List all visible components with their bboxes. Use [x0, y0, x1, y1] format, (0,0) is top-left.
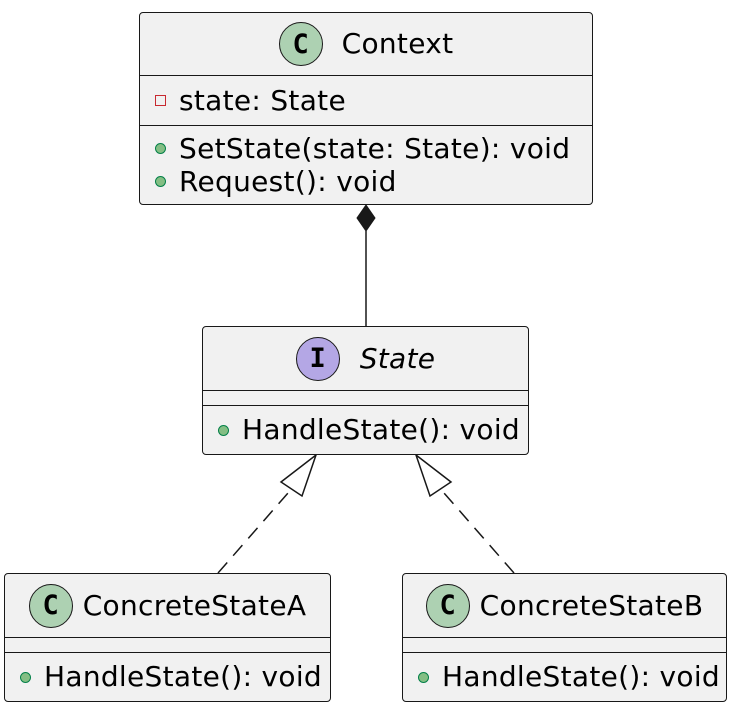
- class-name: ConcreteStateA: [82, 588, 307, 622]
- public-visibility-icon: [418, 671, 429, 683]
- compartment-divider: [203, 390, 528, 391]
- fields-compartment: state: State: [140, 76, 592, 125]
- compartment-divider: [5, 637, 330, 638]
- method-row: SetState(state: State): void: [140, 132, 592, 165]
- compartment-divider: [203, 405, 528, 406]
- class-box-concrete-state-b: C ConcreteStateB HandleState(): void: [402, 573, 727, 702]
- compartment-divider: [403, 637, 726, 638]
- public-visibility-icon: [155, 176, 166, 187]
- compartment-divider: [403, 652, 726, 653]
- method-row: HandleState(): void: [5, 661, 330, 694]
- compartment-divider: [140, 125, 592, 126]
- class-header: C ConcreteStateB: [403, 574, 726, 637]
- composition-diamond-icon: [356, 204, 376, 232]
- interface-spot-icon: I: [295, 336, 340, 381]
- class-box-concrete-state-a: C ConcreteStateA HandleState(): void: [4, 573, 331, 702]
- class-spot-icon: C: [425, 583, 470, 628]
- public-visibility-icon: [218, 424, 229, 436]
- class-name: Context: [341, 27, 454, 60]
- fields-compartment: [5, 638, 330, 652]
- private-visibility-icon: [155, 95, 166, 106]
- public-visibility-icon: [155, 143, 166, 154]
- method-text: HandleState(): void: [242, 413, 520, 446]
- methods-compartment: HandleState(): void: [5, 653, 330, 701]
- method-text: HandleState(): void: [442, 660, 720, 693]
- methods-compartment: SetState(state: State): void Request(): …: [140, 126, 592, 204]
- method-text: HandleState(): void: [44, 660, 322, 693]
- method-row: HandleState(): void: [203, 414, 528, 447]
- class-header: C ConcreteStateA: [5, 574, 330, 637]
- method-text: SetState(state: State): void: [179, 131, 571, 165]
- fields-compartment: [403, 638, 726, 652]
- method-text: Request(): void: [179, 164, 397, 198]
- class-spot-icon: C: [28, 583, 73, 628]
- class-header: C Context: [140, 13, 592, 75]
- class-name: ConcreteStateB: [479, 588, 704, 622]
- methods-compartment: HandleState(): void: [403, 653, 726, 701]
- class-name: State: [359, 341, 436, 375]
- class-box-context: C Context state: State SetState(state: S…: [139, 12, 593, 205]
- field-row: state: State: [140, 84, 592, 117]
- compartment-divider: [5, 652, 330, 653]
- fields-compartment: [203, 391, 528, 405]
- method-row: HandleState(): void: [403, 661, 726, 694]
- class-header: I State: [203, 327, 528, 390]
- public-visibility-icon: [20, 671, 31, 683]
- class-spot-icon: C: [278, 22, 323, 66]
- realization-line-concrete-state-b: [439, 488, 515, 574]
- compartment-divider: [140, 75, 592, 76]
- realization-arrowhead-icon: [414, 452, 453, 498]
- methods-compartment: HandleState(): void: [203, 406, 528, 454]
- realization-arrowhead-icon: [279, 452, 318, 498]
- field-text: state: State: [179, 83, 346, 117]
- interface-box-state: I State HandleState(): void: [202, 326, 529, 455]
- method-row: Request(): void: [140, 165, 592, 198]
- realization-line-concrete-state-a: [217, 488, 293, 574]
